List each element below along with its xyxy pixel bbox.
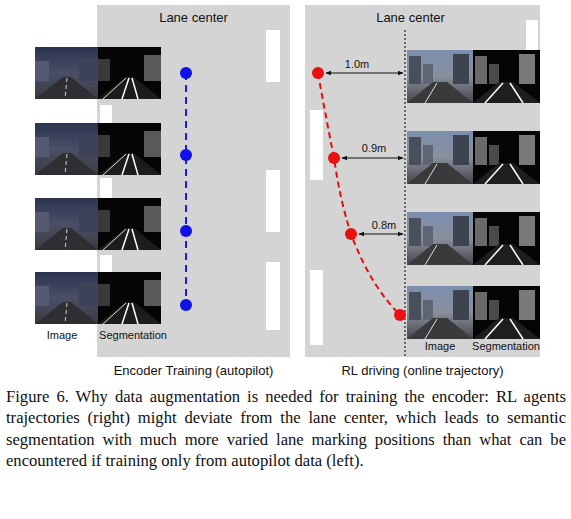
distance-label: 0.9m [362, 142, 386, 154]
thumbnail-label: Image [425, 340, 456, 352]
panel-subtitle: Encoder Training (autopilot) [97, 363, 290, 378]
thumbnail-label: Image [47, 329, 78, 341]
distance-label: 1.0m [345, 58, 369, 70]
distance-label: 0.8m [372, 219, 396, 231]
thumbnail-label: Segmentation [472, 340, 540, 352]
panel-subtitle: RL driving (online trajectory) [305, 363, 540, 378]
lane-panel: Lane centerRL driving (online trajectory… [305, 5, 540, 357]
panel-title: Lane center [97, 10, 290, 25]
panel-title: Lane center [293, 10, 528, 25]
lane-panel: Lane centerEncoder Training (autopilot) [97, 5, 290, 357]
thumbnail-label: Segmentation [99, 329, 167, 341]
figure-caption: Figure 6. Why data augmentation is neede… [6, 386, 566, 472]
